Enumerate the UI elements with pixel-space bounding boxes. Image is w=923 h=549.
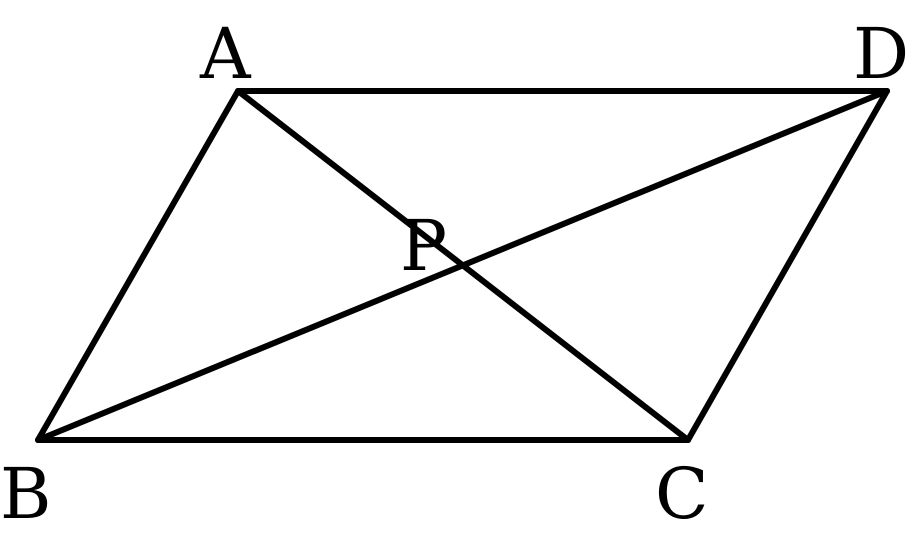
label-D: D: [853, 13, 909, 95]
label-B: B: [0, 453, 51, 535]
edges-group: [35, 88, 890, 443]
segment-CD: [685, 88, 890, 443]
segment-BD: [35, 88, 890, 443]
label-P: P: [400, 205, 447, 287]
segment-AB: [35, 88, 241, 443]
label-C: C: [655, 453, 709, 535]
label-A: A: [199, 13, 252, 95]
